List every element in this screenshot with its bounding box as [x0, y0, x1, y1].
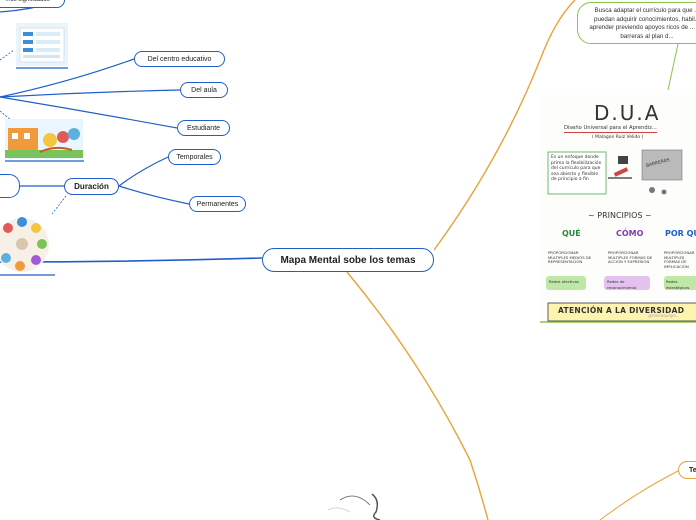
school-illustration	[5, 119, 83, 159]
dua-principios-heading: ~ PRINCIPIOS ~	[588, 211, 652, 220]
dua-author: ( Malagon Ruiz Velido )	[592, 135, 644, 140]
dua-banner: ATENCIÓN A LA DIVERSIDAD	[558, 306, 685, 315]
connector-to-aula	[0, 89, 181, 98]
children-circle-illustration	[0, 217, 49, 272]
dua-description-callout[interactable]: Busca adaptar el currículo para que ... …	[577, 2, 696, 44]
connector-bottom-right	[599, 469, 681, 520]
connector-main-to-right	[433, 0, 576, 251]
connector-to-centro	[0, 58, 135, 98]
top-partial-node[interactable]: ...os significados	[0, 0, 65, 8]
connector-to-temporales	[118, 156, 169, 187]
connector-to-estudiante	[0, 96, 178, 129]
branch-estudiante[interactable]: Estudiante	[177, 120, 230, 136]
dua-col1-network: Redes afectivas	[549, 279, 579, 284]
bottom-sketch	[327, 493, 381, 520]
cards-illustration	[16, 23, 68, 66]
branch-del-centro-educativo[interactable]: Del centro educativo	[134, 51, 225, 67]
bottom-right-partial-node[interactable]: Te...	[678, 461, 696, 479]
branch-temporales[interactable]: Temporales	[168, 149, 221, 165]
connector-main-orange	[346, 271, 489, 520]
dua-col2-heading: CÓMO	[616, 229, 644, 238]
branch-duracion[interactable]: Duración	[64, 178, 119, 195]
central-topic-node[interactable]: Mapa Mental sobe los temas	[262, 248, 434, 272]
dua-subtitle: Diseño Universal para el Aprendiz...	[564, 125, 657, 133]
branch-del-aula[interactable]: Del aula	[180, 82, 228, 98]
dua-col3-text: PROPORCIONAR MÚLTIPLES FORMAS DE IMPLICA…	[664, 251, 695, 269]
dua-col3-network: Redes estratégicas	[666, 279, 690, 290]
dua-credit: @mimaquepe...	[648, 313, 680, 318]
dua-col1-heading: QUÉ	[562, 229, 581, 238]
connector-to-permanentes	[118, 185, 190, 205]
dua-col2-text: PROPORCIONAR MÚLTIPLES FORMAS DE ACCIÓN …	[608, 250, 653, 265]
dua-col3-heading: POR QU...	[665, 229, 696, 238]
dua-col2-network: Redes de reconocimiento	[607, 279, 637, 290]
dua-barreras-label: BARRERAS	[645, 157, 671, 170]
branch-permanentes[interactable]: Permanentes	[189, 196, 246, 212]
dua-title: D.U.A	[594, 101, 661, 125]
left-partial-node[interactable]	[0, 174, 20, 198]
dua-col1-text: PROPORCIONAR MÚLTIPLES MEDIOS DE REPRESE…	[548, 250, 592, 265]
dua-note: Es un enfoque donde prima la flexibiliza…	[551, 155, 602, 182]
dua-infographic-image: D.U.A Diseño Universal para el Aprendiz.…	[540, 95, 696, 323]
